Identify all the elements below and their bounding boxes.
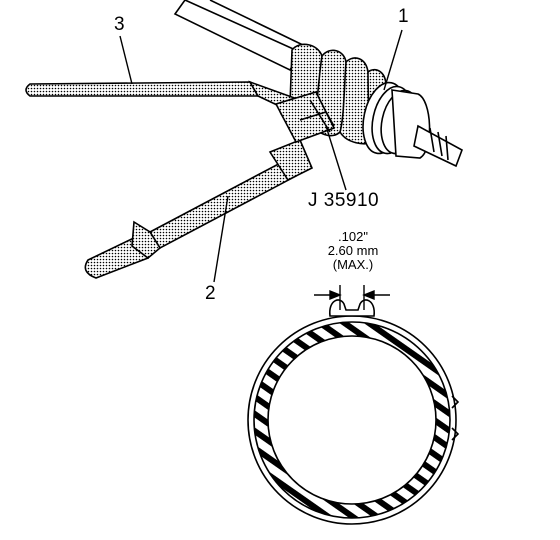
torque-wrench-collar xyxy=(131,220,162,260)
shaft xyxy=(173,0,302,72)
clearance-mm: 2.60 mm xyxy=(327,243,379,258)
callout-1: 1 xyxy=(398,6,409,27)
stub-shaft xyxy=(413,124,463,168)
band-tab xyxy=(451,395,460,409)
clearance-qualifier: (MAX.) xyxy=(332,257,374,272)
band-tab-lower xyxy=(451,427,460,441)
leader-3 xyxy=(119,35,133,85)
torque-wrench-shaft xyxy=(148,158,298,250)
clearance-dimension xyxy=(314,285,390,310)
tool-number-label: J 35910 xyxy=(308,190,380,211)
breaker-bar-handle xyxy=(25,81,260,97)
leader-lines xyxy=(119,29,403,283)
clearance-inches: .102" xyxy=(338,229,368,244)
shaft-bore xyxy=(267,335,437,505)
leader-2 xyxy=(213,195,229,283)
leader-tool xyxy=(325,125,347,191)
callout-2: 2 xyxy=(205,283,216,304)
callout-3: 3 xyxy=(114,14,125,35)
torque-wrench-head xyxy=(268,138,314,182)
torque-wrench xyxy=(84,138,314,279)
breaker-bar xyxy=(25,80,321,123)
clearance-spec: .102" 2.60 mm (MAX.) xyxy=(318,230,388,272)
crimp-ear xyxy=(329,299,375,317)
leader-1 xyxy=(383,29,403,91)
clamp-cross-section xyxy=(247,299,460,525)
crimp-tool-j35910 xyxy=(274,91,336,143)
shaft-bottom-edge xyxy=(209,0,306,47)
